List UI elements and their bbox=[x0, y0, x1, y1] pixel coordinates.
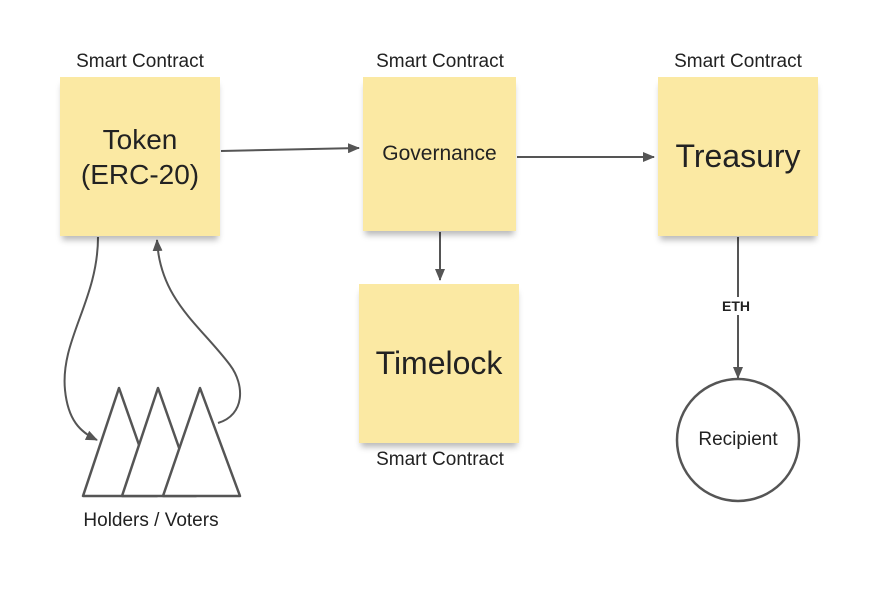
token-caption: Smart Contract bbox=[76, 51, 204, 72]
timelock-node: Timelock bbox=[359, 284, 519, 443]
timelock-label: Timelock bbox=[375, 345, 503, 381]
recipient-label: Recipient bbox=[698, 429, 778, 450]
treasury-label: Treasury bbox=[675, 138, 801, 174]
eth-edge-label: ETH bbox=[720, 297, 752, 315]
recipient-circle bbox=[675, 377, 801, 503]
governance-caption: Smart Contract bbox=[376, 51, 504, 72]
governance-label: Governance bbox=[382, 142, 497, 165]
token-label: Token (ERC-20) bbox=[80, 123, 200, 190]
edge-token-to-governance bbox=[220, 143, 360, 154]
governance-node: Governance bbox=[363, 77, 516, 231]
triangle-group-icon bbox=[81, 386, 242, 498]
timelock-caption: Smart Contract bbox=[376, 449, 504, 470]
holder-triangle-3 bbox=[161, 386, 242, 498]
edge-token-to-holders bbox=[63, 236, 99, 441]
treasury-caption: Smart Contract bbox=[674, 51, 802, 72]
token-node: Token (ERC-20) bbox=[60, 77, 220, 236]
treasury-node: Treasury bbox=[658, 77, 818, 236]
edge-holders-to-token bbox=[152, 239, 242, 424]
holders-label: Holders / Voters bbox=[83, 510, 219, 531]
